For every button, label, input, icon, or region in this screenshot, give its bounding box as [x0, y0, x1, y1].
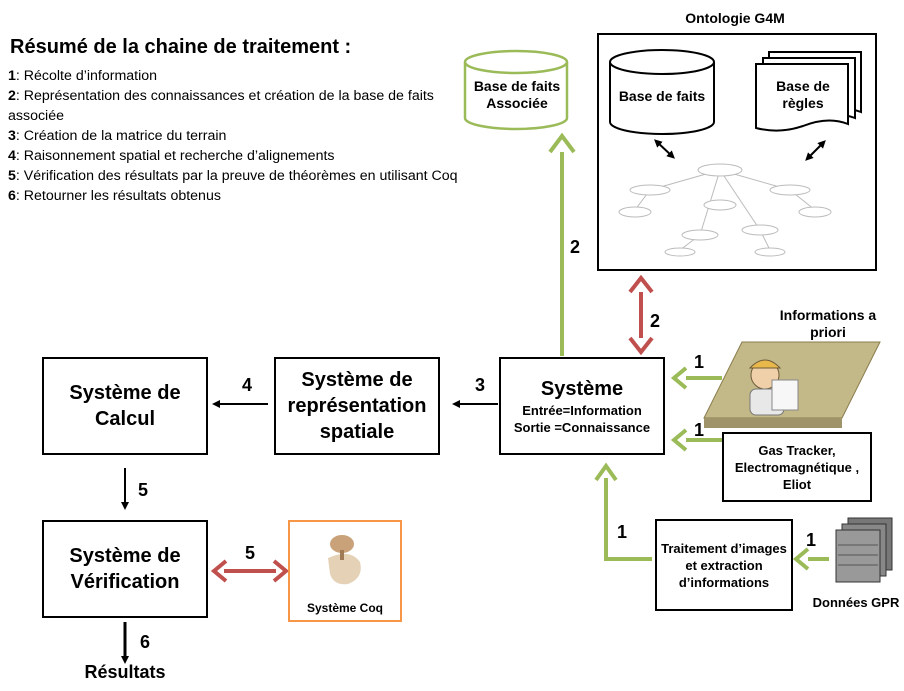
verification-box: Système de Vérification [42, 520, 208, 618]
worker-figure [748, 359, 799, 416]
summary-title: Résumé de la chaine de traitement : [10, 36, 352, 58]
traitement-box: Traitement d’images et extraction d’info… [655, 519, 793, 611]
base-regles-label: Base de règles [776, 78, 830, 111]
base-faits-shape [609, 49, 715, 135]
systeme-line2: Sortie =Connaissance [513, 420, 651, 435]
informations-label: Informations a priori [779, 307, 877, 340]
ontology-graph [618, 163, 832, 257]
ontology-title: Ontologie G4M [685, 10, 785, 26]
systeme-title: Système [540, 378, 624, 400]
donnees-gpr-label: Données GPR [812, 595, 900, 610]
systeme-line1: Entrée=Information [522, 403, 642, 418]
arrow-label-5-down: 5 [138, 480, 149, 500]
coq-label: Système Coq [306, 601, 384, 615]
arrow-label-1-traitement: 1 [617, 522, 628, 542]
resultats-label: Résultats [84, 662, 166, 682]
gas-tracker-box: Gas Tracker, Electromagnétique , Eliot [722, 432, 872, 502]
step-5: 5: Vérification des résultats par la pre… [8, 168, 458, 184]
arrow-label-1-gas: 1 [694, 420, 705, 440]
arrow-label-1-info: 1 [694, 352, 705, 372]
arrow-label-2-base: 2 [570, 237, 581, 257]
step-3: 3: Création de la matrice du terrain [8, 128, 227, 144]
base-faits-associee-label: Base de faits Associée [473, 78, 561, 111]
step-6: 6: Retourner les résultats obtenus [8, 188, 221, 204]
step-2: 2: Représentation des connaissances et c… [8, 88, 434, 124]
systeme-box: Système Entrée=Information Sortie =Conna… [499, 357, 665, 455]
step-4: 4: Raisonnement spatial et recherche d’a… [8, 148, 335, 164]
base-regles-shape [755, 51, 862, 132]
gpr-images [835, 517, 893, 583]
coq-box: Système Coq [288, 520, 402, 622]
arrow-label-3: 3 [475, 375, 486, 395]
arrow-label-2-onto: 2 [650, 311, 661, 331]
base-faits-label: Base de faits [618, 88, 706, 104]
arrow-label-4: 4 [242, 375, 253, 395]
arrow-label-5-coq: 5 [245, 543, 256, 563]
calcul-box: Système de Calcul [42, 357, 208, 455]
representation-box: Système de représentation spatiale [274, 357, 440, 455]
arrow-label-1-gpr: 1 [806, 530, 817, 550]
arrow-label-6: 6 [140, 632, 151, 652]
summary-steps: 1: Récolte d’information 2: Représentati… [8, 66, 463, 206]
base-faits-associee-shape [463, 49, 569, 131]
step-1: 1: Récolte d’information [8, 68, 158, 84]
rooster-icon [328, 535, 361, 585]
